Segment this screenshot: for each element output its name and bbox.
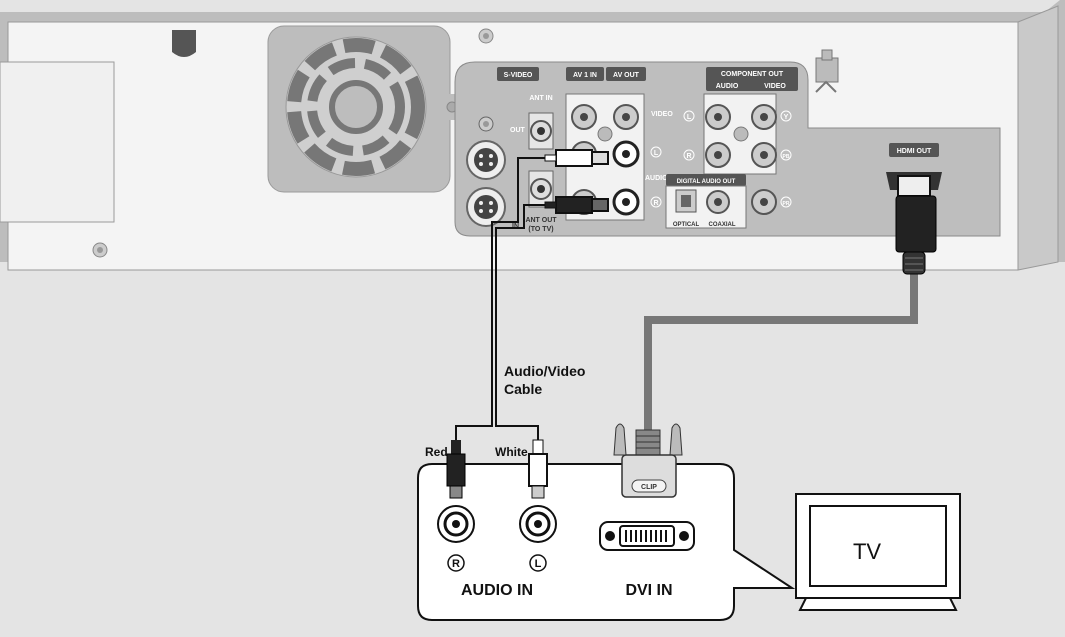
optical-label: OPTICAL (673, 222, 700, 228)
s-video-in-jack (466, 187, 506, 227)
screw (597, 126, 613, 142)
dvi-in-label: DVI IN (625, 582, 672, 599)
component-audio-l-jack (705, 104, 731, 130)
screw (478, 116, 494, 132)
l-mark-icon: L (683, 110, 695, 122)
ant-out-jack (528, 170, 554, 208)
coaxial-jack (706, 190, 730, 214)
recorder-label-plate (0, 61, 115, 223)
av-out-audio-r-jack (612, 188, 640, 216)
jack-r-label: R (452, 558, 460, 570)
component-audio-r-jack (705, 142, 731, 168)
ant-in-label: ANT IN (529, 95, 552, 102)
component-pr-jack (751, 189, 777, 215)
component-y-jack (751, 104, 777, 130)
av1-in-label: AV 1 IN (573, 72, 597, 79)
mounting-notch (172, 30, 196, 57)
tv-icon (795, 493, 961, 611)
recorder-rear-panel: S-VIDEO OUT IN ANT IN ANT OUT (TO TV) (0, 0, 1065, 271)
jack-l-label: L (535, 558, 542, 570)
component-out-label: COMPONENT OUT (721, 71, 784, 78)
r-mark-icon: R (447, 554, 465, 572)
av-out-video-jack (613, 104, 639, 130)
dvi-clip-label: CLIP (641, 484, 657, 491)
white-rca-plug (528, 439, 548, 499)
component-video-label: VIDEO (764, 83, 786, 90)
s-video-in-label: IN (512, 223, 519, 230)
screw (478, 28, 494, 44)
cable-label-line2: Cable (504, 381, 542, 397)
ant-out-label: ANT OUT (525, 217, 557, 224)
audio-in-r-jack (437, 505, 475, 543)
recorder-side (1017, 5, 1059, 271)
pr-mark-icon: PR (780, 196, 792, 208)
hdmi-dvi-cable (644, 175, 937, 440)
ant-to-tv-label: (TO TV) (528, 226, 553, 233)
coaxial-label: COAXIAL (709, 222, 736, 228)
r-mark-icon: R (650, 196, 662, 208)
s-video-out-label: OUT (510, 127, 526, 134)
l-mark-icon: L (650, 146, 662, 158)
red-plug-label: Red (425, 445, 448, 459)
svg-text:PB: PB (783, 154, 790, 160)
tv-label: TV (853, 539, 881, 564)
hdmi-out-label-box (889, 143, 939, 157)
red-rca-plug (446, 440, 466, 499)
white-plug-label: White (495, 445, 528, 459)
av-in-video-jack (571, 104, 597, 130)
s-video-out-jack (466, 140, 506, 180)
audio-row-label: AUDIO (645, 175, 668, 182)
component-out-label-box (706, 67, 798, 91)
dvi-in-port (599, 521, 695, 551)
svg-text:L: L (654, 150, 659, 157)
component-pb-jack (751, 142, 777, 168)
svg-text:L: L (687, 114, 692, 121)
svg-text:PR: PR (783, 201, 790, 207)
screw (92, 242, 108, 258)
audio-video-cable (455, 149, 609, 440)
svg-text:Y: Y (784, 114, 789, 121)
video-row-label: VIDEO (651, 111, 673, 118)
av1-in-label-box (566, 67, 604, 81)
hdmi-out-label: HDMI OUT (897, 148, 932, 155)
screw (733, 126, 749, 142)
digital-audio-out-label-box (666, 174, 746, 186)
svg-text:R: R (653, 200, 658, 207)
pb-mark-icon: PB (780, 149, 792, 161)
cable-label-line1: Audio/Video (504, 363, 585, 379)
digital-audio-out-label: DIGITAL AUDIO OUT (677, 179, 736, 185)
y-mark-icon: Y (780, 110, 792, 122)
s-video-label-box (497, 67, 539, 81)
optical-jack (675, 189, 697, 213)
av-out-label-box (606, 67, 646, 81)
hdmi-plug (895, 175, 937, 275)
r-mark-icon: R (683, 149, 695, 161)
l-mark-icon: L (529, 554, 547, 572)
s-video-label: S-VIDEO (504, 72, 533, 79)
component-audio-label: AUDIO (716, 83, 739, 90)
cooling-fan (267, 25, 462, 193)
audio-in-l-jack (519, 505, 557, 543)
audio-in-label: AUDIO IN (461, 582, 533, 599)
av-out-audio-l-jack (612, 140, 640, 168)
ant-in-jack (528, 112, 554, 150)
ground-terminal-icon (815, 49, 839, 93)
dvi-plug: CLIP (613, 423, 683, 498)
white-rca-plug-top (544, 149, 609, 167)
av-out-label: AV OUT (613, 72, 640, 79)
svg-text:R: R (686, 153, 691, 160)
red-rca-plug-top (544, 196, 609, 214)
